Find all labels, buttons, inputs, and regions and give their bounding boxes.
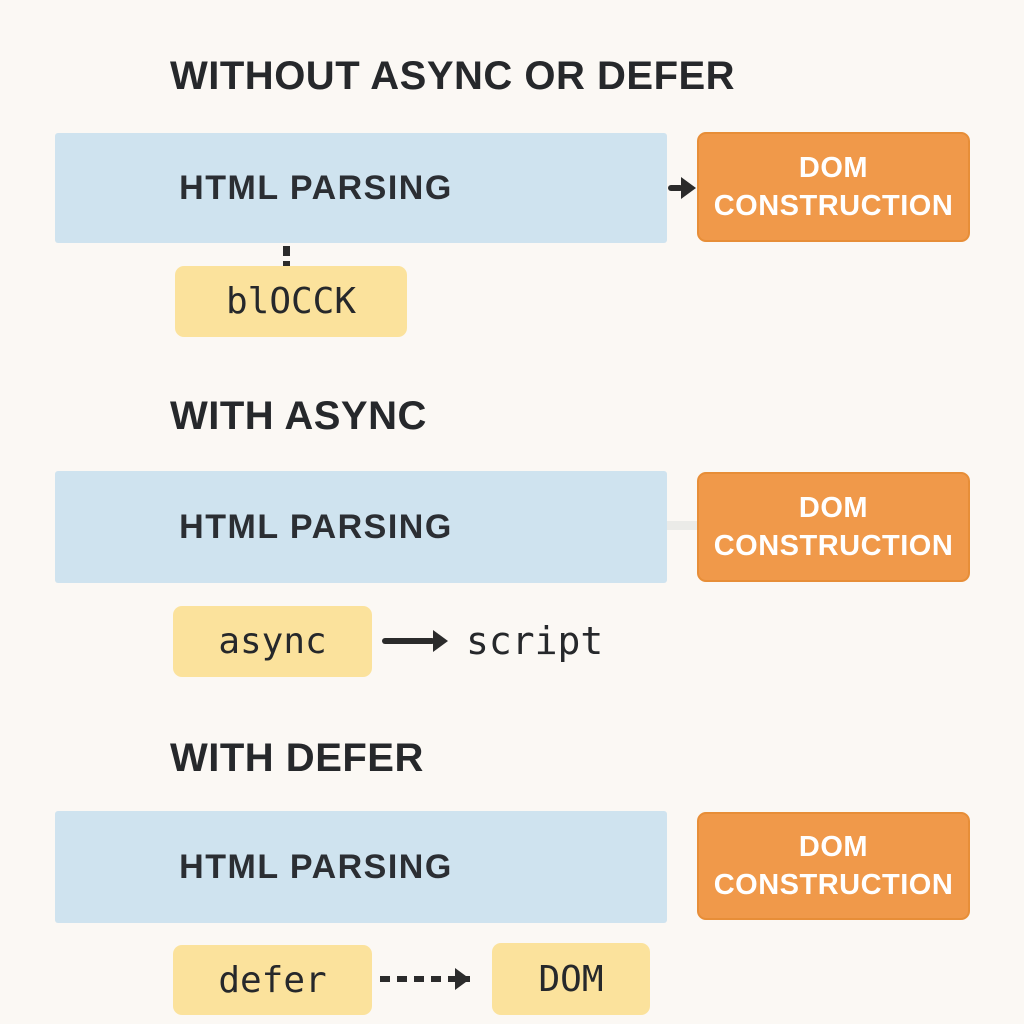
section-title-with-async: WITH ASYNC (170, 394, 427, 438)
solid-arrow-icon (668, 177, 698, 199)
html-parsing-box: HTML PARSING (55, 133, 667, 243)
block-tag-label: blOCCK (225, 281, 357, 322)
html-parsing-box: HTML PARSING (55, 471, 667, 583)
dom-construction-box: DOM CONSTRUCTION (697, 132, 970, 242)
dom-construction-box: DOM CONSTRUCTION (697, 472, 970, 582)
html-parsing-box: HTML PARSING (55, 811, 667, 923)
dom-construction-line1: DOM (798, 492, 869, 524)
script-label: script (466, 619, 604, 663)
parsing-dom-connector-icon (661, 521, 703, 530)
html-parsing-label: HTML PARSING (179, 847, 453, 886)
dashed-arrow-icon (380, 968, 490, 990)
dom-construction-line2: CONSTRUCTION (713, 869, 954, 901)
dom-construction-line1: DOM (798, 831, 869, 863)
block-tag: blOCCK (175, 266, 407, 337)
dom-construction-box: DOM CONSTRUCTION (697, 812, 970, 920)
section-title-without-async-defer: WITHOUT ASYNC OR DEFER (170, 54, 736, 98)
dom-construction-line1: DOM (798, 152, 869, 184)
async-tag-label: async (218, 621, 327, 662)
defer-tag-label: defer (218, 959, 327, 1001)
dom-construction-line2: CONSTRUCTION (713, 190, 954, 222)
blocking-dashed-connector-icon (283, 246, 290, 269)
dom-construction-line2: CONSTRUCTION (713, 530, 954, 562)
html-parsing-label: HTML PARSING (179, 168, 453, 207)
dom-tag: DOM (492, 943, 650, 1015)
dom-tag-label: DOM (538, 958, 604, 1000)
section-title-with-defer: WITH DEFER (170, 736, 424, 780)
defer-tag: defer (173, 945, 372, 1015)
html-parsing-label: HTML PARSING (179, 507, 453, 546)
solid-arrow-icon (382, 630, 450, 652)
async-tag: async (173, 606, 372, 677)
